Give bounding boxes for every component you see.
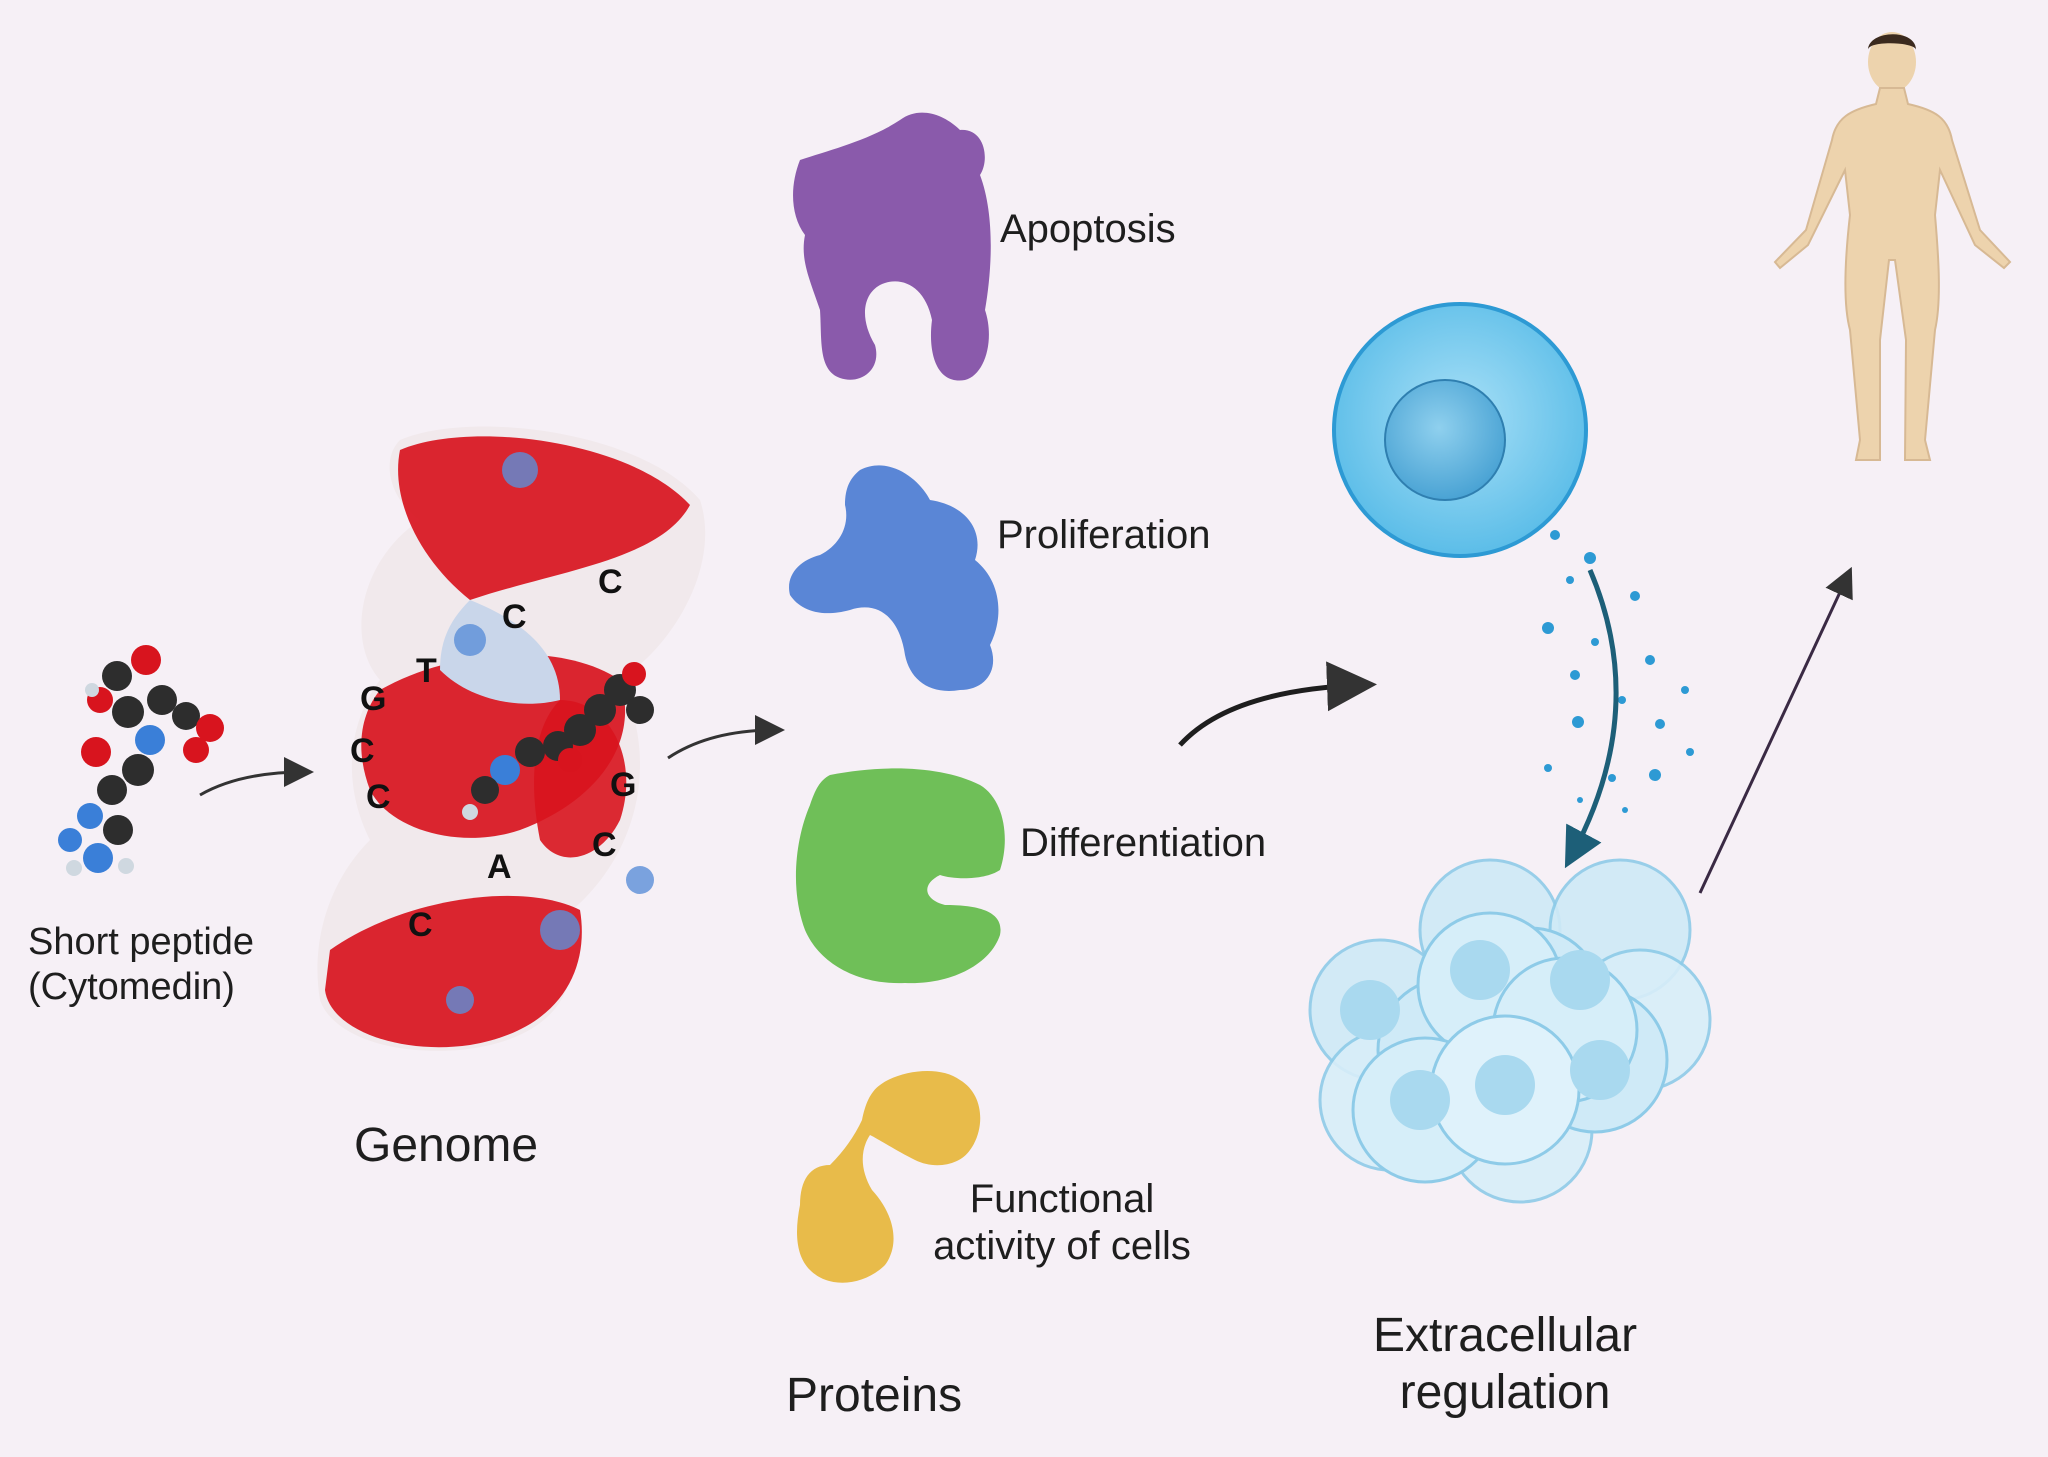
- functional-protein-icon: [797, 1070, 981, 1283]
- proteins-label: Proteins: [786, 1369, 963, 1422]
- apoptosis-label: Apoptosis: [1000, 207, 1176, 251]
- functional-activity-label: Functional activity of cells: [930, 1176, 1194, 1270]
- extracellular-regulation-label: Extracellular regulation: [1340, 1308, 1670, 1421]
- human-figure-icon: [1773, 32, 2012, 461]
- dna-letter: G: [610, 766, 636, 804]
- dna-letters: C C T G C C G C A C: [350, 563, 636, 944]
- arrow-peptide-to-genome: [199, 757, 314, 797]
- proliferation-protein-icon: [789, 465, 999, 691]
- apoptosis-protein-icon: [793, 112, 991, 381]
- dna-letter: C: [598, 563, 623, 601]
- peptide-label-line2: (Cytomedin): [28, 965, 235, 1008]
- signal-particles: [1542, 530, 1694, 813]
- arrow-proteins-to-cell: [1178, 661, 1377, 747]
- arrow-cell-to-cluster: [1564, 569, 1619, 869]
- cell-icon: [1332, 302, 1588, 558]
- dna-letter: C: [366, 778, 391, 816]
- dna-letter: C: [350, 732, 375, 770]
- dna-helix-icon: [317, 426, 706, 1051]
- dna-letter: A: [487, 848, 512, 886]
- dna-letter: C: [408, 906, 433, 944]
- extracellular-label-line2: regulation: [1399, 1365, 1611, 1419]
- differentiation-protein-icon: [795, 768, 1005, 984]
- arrow-genome-to-proteins: [667, 715, 785, 760]
- arrow-cluster-to-human: [1698, 566, 1853, 894]
- genome-label: Genome: [354, 1119, 539, 1172]
- dna-letter: T: [416, 652, 437, 690]
- cluster-nuclei: [1340, 940, 1630, 1130]
- dna-letter: G: [360, 680, 386, 718]
- differentiation-label: Differentiation: [1020, 821, 1267, 865]
- functional-label-line1: Functional: [969, 1177, 1155, 1221]
- peptide-molecule-icon: [58, 645, 224, 876]
- dna-letter: C: [502, 598, 527, 636]
- dna-letter: C: [592, 826, 617, 864]
- peptide-label-line1: Short peptide: [28, 921, 255, 963]
- functional-label-line2: activity of cells: [933, 1224, 1191, 1269]
- proliferation-label: Proliferation: [997, 513, 1211, 557]
- peptide-label: Short peptide (Cytomedin): [28, 920, 254, 1010]
- extracellular-label-line1: Extracellular: [1372, 1309, 1638, 1362]
